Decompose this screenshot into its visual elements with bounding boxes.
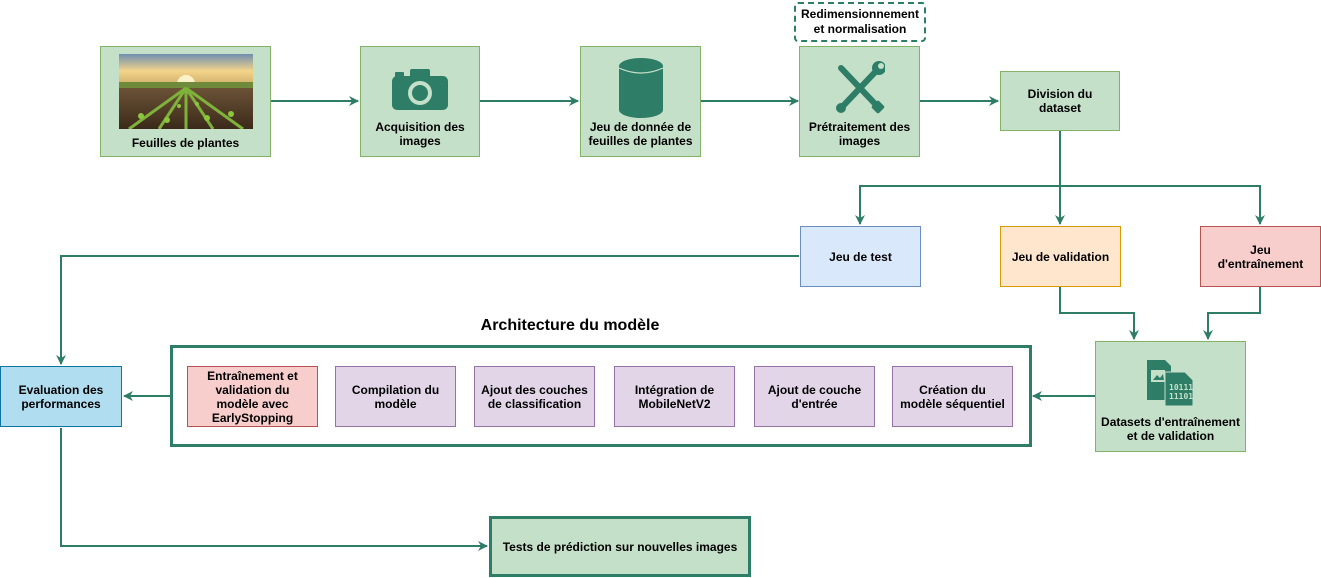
edge-evaluation-tests [60,428,488,551]
step-compilation: Compilation du modèle [335,366,456,427]
node-pretraitement-des-images: Prétraitement des images [799,46,920,157]
label-redim: Redimensionnement et normalisation [800,7,920,36]
step-modele-sequentiel: Création du modèle séquentiel [892,366,1013,427]
label-pretraitement: Prétraitement des images [808,120,911,148]
label-step-1: Compilation du modèle [351,382,440,411]
note-redimensionnement: Redimensionnement et normalisation [794,2,926,42]
step-couche-entree: Ajout de couche d'entrée [754,366,875,427]
step-mobilenetv2: Intégration de MobileNetV2 [614,366,735,427]
label-validation: Jeu de validation [1011,249,1110,264]
label-step-0: Entraînement et validation du modèle ave… [207,368,298,425]
label-step-3: Intégration de MobileNetV2 [634,382,715,411]
label-test: Jeu de test [829,249,892,264]
step-couches-classification: Ajout des couches de classification [474,366,595,427]
node-jeu-de-test: Jeu de test [800,226,921,287]
architecture-title: Architecture du modèle [480,317,660,334]
edge-entrainement-datasets [1203,287,1261,340]
label-division: Division du dataset [1027,87,1093,115]
dataset-files-icon: 10111 11101 [1147,360,1194,406]
label-step-4: Ajout de couche d'entrée [767,382,862,411]
node-jeu-dentrainement: Jeu d'entraînement [1200,226,1321,287]
label-step-5: Création du modèle séquentiel [900,382,1005,411]
node-evaluation: Evaluation des performances [0,366,122,427]
label-jeu-donnee: Jeu de donnée de feuilles de plantes [588,120,693,148]
label-datasets: Datasets d'entraînement et de validation [1101,415,1240,443]
label-acquisition: Acquisition des images [375,120,465,148]
label-evaluation: Evaluation des performances [18,382,104,411]
node-acquisition-des-images: Acquisition des images [360,46,480,157]
node-jeu-de-validation: Jeu de validation [1000,226,1121,287]
node-division-du-dataset: Division du dataset [1000,71,1120,131]
svg-text:10111: 10111 [1169,383,1193,392]
label-feuilles: Feuilles de plantes [131,136,240,150]
node-jeu-de-donnee: Jeu de donnée de feuilles de plantes [580,46,701,157]
field-photo [119,54,253,129]
node-datasets: 10111 11101 Datasets d'entraînement et d… [1095,341,1246,452]
database-icon [619,58,663,118]
camera-icon [392,69,448,110]
node-feuilles-de-plantes: Feuilles de plantes [100,46,271,157]
edge-test-evaluation [56,255,799,365]
label-step-2: Ajout des couches de classification [481,382,588,411]
node-tests-prediction: Tests de prédiction sur nouvelles images [489,516,751,577]
label-entrainement: Jeu d'entraînement [1217,242,1304,271]
label-tests: Tests de prédiction sur nouvelles images [502,539,738,554]
tools-icon [836,61,885,114]
edge-division-entrainement [1060,185,1265,225]
svg-text:11101: 11101 [1169,392,1193,401]
edge-validation-datasets [1059,287,1139,340]
step-entrainement-earlystopping: Entraînement et validation du modèle ave… [187,366,318,427]
